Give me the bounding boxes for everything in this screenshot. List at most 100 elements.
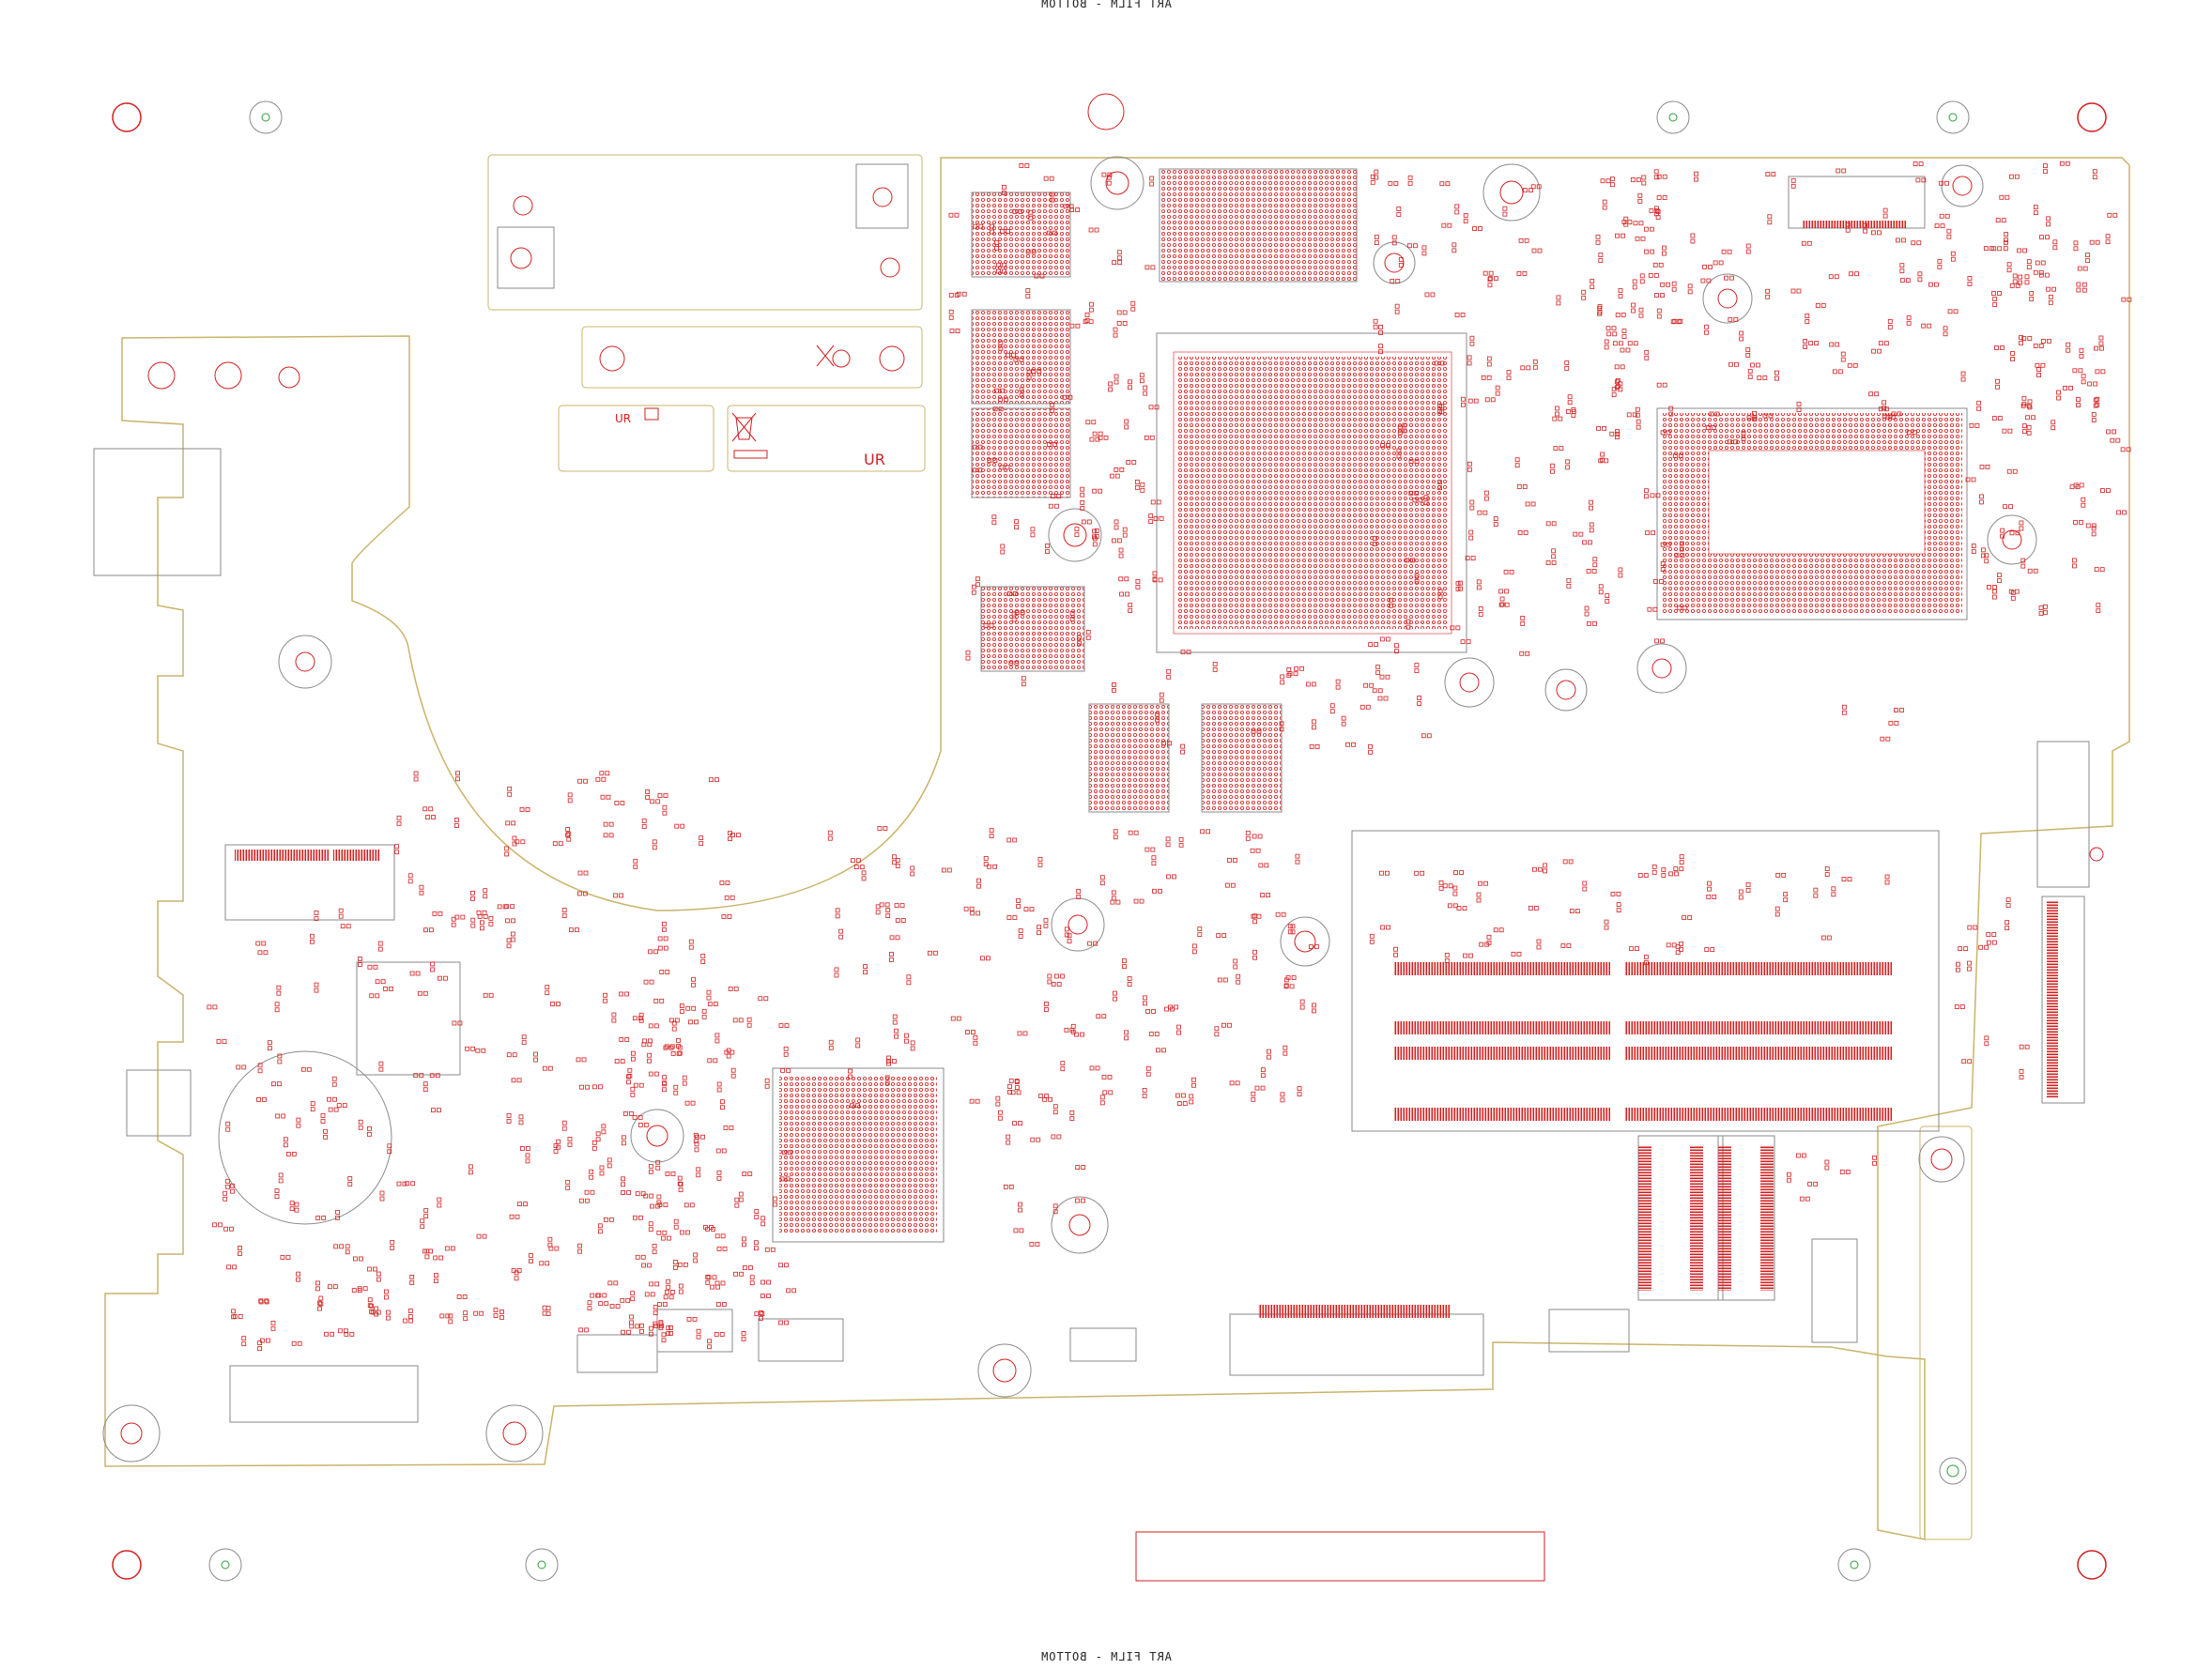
smd-pad-pair bbox=[207, 1004, 218, 1010]
smd-pad-pair bbox=[2019, 1069, 2024, 1079]
smd-pad-pair bbox=[1139, 373, 1144, 384]
smd-pad-pair bbox=[1290, 924, 1296, 935]
smd-pad-pair bbox=[1130, 300, 1136, 312]
smd-pad-pair bbox=[2106, 429, 2116, 435]
smd-pad-pair bbox=[2009, 530, 2020, 536]
smd-pad-pair bbox=[614, 1059, 625, 1064]
smd-pad-pair bbox=[848, 1068, 853, 1079]
smd-pad-pair bbox=[2021, 395, 2027, 406]
smd-pad-pair bbox=[783, 1046, 789, 1057]
smd-pad-pair bbox=[1143, 385, 1148, 396]
smd-pad-pair bbox=[539, 1261, 550, 1266]
smd-pad-pair bbox=[1260, 1067, 1266, 1079]
smd-pad-pair bbox=[1668, 406, 1674, 417]
smd-pad-pair bbox=[1006, 1134, 1011, 1145]
smd-pad-pair bbox=[1551, 548, 1557, 559]
smd-pad-pair bbox=[2021, 336, 2033, 341]
smd-pad-pair bbox=[733, 1271, 744, 1277]
smd-pad-pair bbox=[1937, 258, 1943, 269]
smd-pad-pair bbox=[1687, 283, 1693, 295]
smd-pad-pair bbox=[1615, 233, 1625, 238]
smd-pad-pair bbox=[657, 936, 668, 942]
smd-pad-pair bbox=[1651, 864, 1657, 875]
smd-pad-pair bbox=[677, 1262, 688, 1267]
smd-pad-pair bbox=[1493, 516, 1498, 527]
smd-pad-pair bbox=[1849, 271, 1860, 277]
smd-pad-pair bbox=[1662, 245, 1667, 256]
smd-pad-pair bbox=[906, 974, 912, 986]
smd-pad-pair bbox=[1397, 424, 1403, 436]
smd-pad-pair bbox=[706, 989, 712, 1001]
smd-pad-pair bbox=[754, 1311, 765, 1317]
smd-pad-pair bbox=[700, 954, 706, 964]
smd-pad-pair bbox=[2024, 274, 2030, 285]
smd-pad-pair bbox=[258, 1299, 269, 1305]
smd-pad-pair bbox=[1089, 436, 1100, 442]
smd-pad-pair bbox=[1145, 1009, 1156, 1014]
smd-pad-pair bbox=[1467, 398, 1479, 404]
smd-pad-pair bbox=[1007, 1084, 1012, 1095]
smd-pad-pair bbox=[1152, 888, 1162, 894]
smd-pad-pair bbox=[2056, 390, 2061, 401]
smd-pad-pair bbox=[904, 1033, 909, 1044]
smd-pad-pair bbox=[1029, 1242, 1040, 1247]
smd-pad-pair bbox=[296, 1271, 300, 1282]
smd-pad-pair bbox=[973, 223, 984, 229]
smd-pad-pair bbox=[1775, 872, 1787, 878]
smd-pad-pair bbox=[488, 915, 494, 926]
smd-pad-pair bbox=[827, 830, 833, 841]
smd-pad-pair bbox=[1128, 830, 1139, 835]
smd-pad-pair bbox=[1661, 867, 1667, 878]
smd-pad-pair bbox=[358, 1119, 363, 1130]
smd-pad-pair bbox=[707, 1339, 712, 1350]
smd-pad-pair bbox=[396, 1181, 407, 1187]
smd-pad-pair bbox=[1468, 529, 1474, 541]
smd-pad-pair bbox=[2094, 567, 2105, 573]
smd-pad-pair bbox=[661, 921, 667, 932]
smd-pad-pair bbox=[1790, 177, 1796, 189]
smd-pad-pair bbox=[561, 1120, 567, 1131]
smd-pad-pair bbox=[1660, 561, 1666, 572]
smd-pad-pair bbox=[1390, 279, 1401, 283]
smd-pad-pair bbox=[384, 1289, 389, 1300]
smd-pad-pair bbox=[1484, 397, 1496, 403]
smd-pad-pair bbox=[2089, 239, 2100, 245]
smd-pad-pair bbox=[2091, 526, 2097, 537]
smd-pad-pair bbox=[1412, 498, 1423, 503]
smd-pad-pair bbox=[1656, 382, 1667, 388]
smd-pad-pair bbox=[576, 891, 588, 896]
smd-pad-pair bbox=[603, 1217, 614, 1222]
smd-pad-pair bbox=[1616, 902, 1621, 912]
smd-pad-pair bbox=[1391, 235, 1397, 246]
smd-pad-pair bbox=[649, 1281, 660, 1287]
smd-pad-pair bbox=[673, 1218, 679, 1230]
smd-pad-pair bbox=[910, 865, 915, 877]
smd-pad-pair bbox=[315, 1280, 320, 1292]
smd-pad-pair bbox=[378, 1061, 384, 1072]
smd-pad-pair bbox=[1991, 416, 2003, 421]
vram-chips bbox=[971, 168, 1358, 813]
smd-pad-pair bbox=[1762, 413, 1774, 419]
smd-pad-pair bbox=[1014, 1079, 1020, 1090]
smd-pad-pair bbox=[2019, 520, 2024, 531]
smd-pad-pair bbox=[2096, 603, 2101, 614]
smd-pad-pair bbox=[1380, 443, 1390, 448]
smd-pad-pair bbox=[1456, 906, 1467, 911]
smd-pad-pair bbox=[493, 1308, 499, 1318]
smd-pad-pair bbox=[679, 1003, 684, 1014]
smd-pad-pair bbox=[663, 1045, 674, 1050]
smd-pad-pair bbox=[1064, 1027, 1075, 1033]
smd-pad-pair bbox=[1084, 313, 1090, 323]
smd-pad-pair bbox=[1765, 172, 1776, 177]
smd-pad-pair bbox=[1335, 679, 1341, 690]
smd-pad-pair bbox=[629, 1324, 640, 1329]
smd-pad-pair bbox=[641, 1263, 652, 1268]
smd-pad-pair bbox=[1702, 264, 1713, 269]
smd-pad-pair bbox=[1774, 906, 1780, 917]
smd-pad-pair bbox=[1996, 573, 2002, 584]
smd-pad-pair bbox=[1598, 458, 1609, 464]
smd-pad-pair bbox=[1069, 611, 1075, 621]
smd-pad-pair bbox=[1671, 281, 1677, 292]
smd-pad-pair bbox=[1610, 891, 1621, 896]
smd-pad-pair bbox=[1487, 276, 1498, 282]
